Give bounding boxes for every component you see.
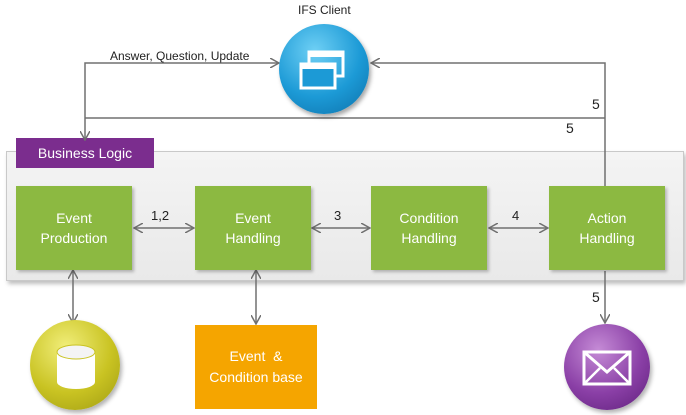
condition-handling-box: Condition Handling	[371, 186, 487, 270]
action-to-client-arrow	[372, 63, 606, 186]
monitor-windows-icon	[279, 24, 369, 114]
condition-handling-line1: Condition	[399, 210, 459, 226]
feedback-arrow	[85, 63, 278, 139]
event-handling-line1: Event	[235, 210, 271, 226]
database-cylinder-icon	[30, 320, 120, 410]
edge-label-1-2: 1,2	[151, 208, 170, 223]
action-handling-line2: Handling	[579, 230, 635, 246]
event-condition-base-line2: Condition base	[209, 369, 303, 385]
event-handling-box: Event Handling	[195, 186, 311, 270]
event-handling-line2: Handling	[225, 230, 281, 246]
feedback-label: Answer, Question, Update	[110, 49, 250, 63]
action-handling-line1: Action	[587, 210, 627, 226]
envelope-icon	[564, 324, 650, 410]
event-production-line1: Event	[56, 210, 92, 226]
action-handling-box: Action Handling	[549, 186, 665, 270]
edge-label-5-mid: 5	[566, 120, 574, 136]
event-production-box: Event Production	[16, 186, 132, 270]
event-condition-base-line1: Event &	[229, 348, 283, 364]
condition-handling-line2: Handling	[401, 230, 457, 246]
edge-label-3: 3	[334, 208, 342, 223]
edge-label-5-bottom: 5	[592, 289, 600, 305]
event-condition-base-box: Event & Condition base	[195, 325, 317, 409]
edge-label-5-top: 5	[592, 96, 600, 112]
edge-label-4: 4	[512, 208, 520, 223]
event-production-line2: Production	[40, 230, 108, 246]
client-label: IFS Client	[298, 3, 351, 17]
business-logic-label: Business Logic	[16, 138, 154, 168]
